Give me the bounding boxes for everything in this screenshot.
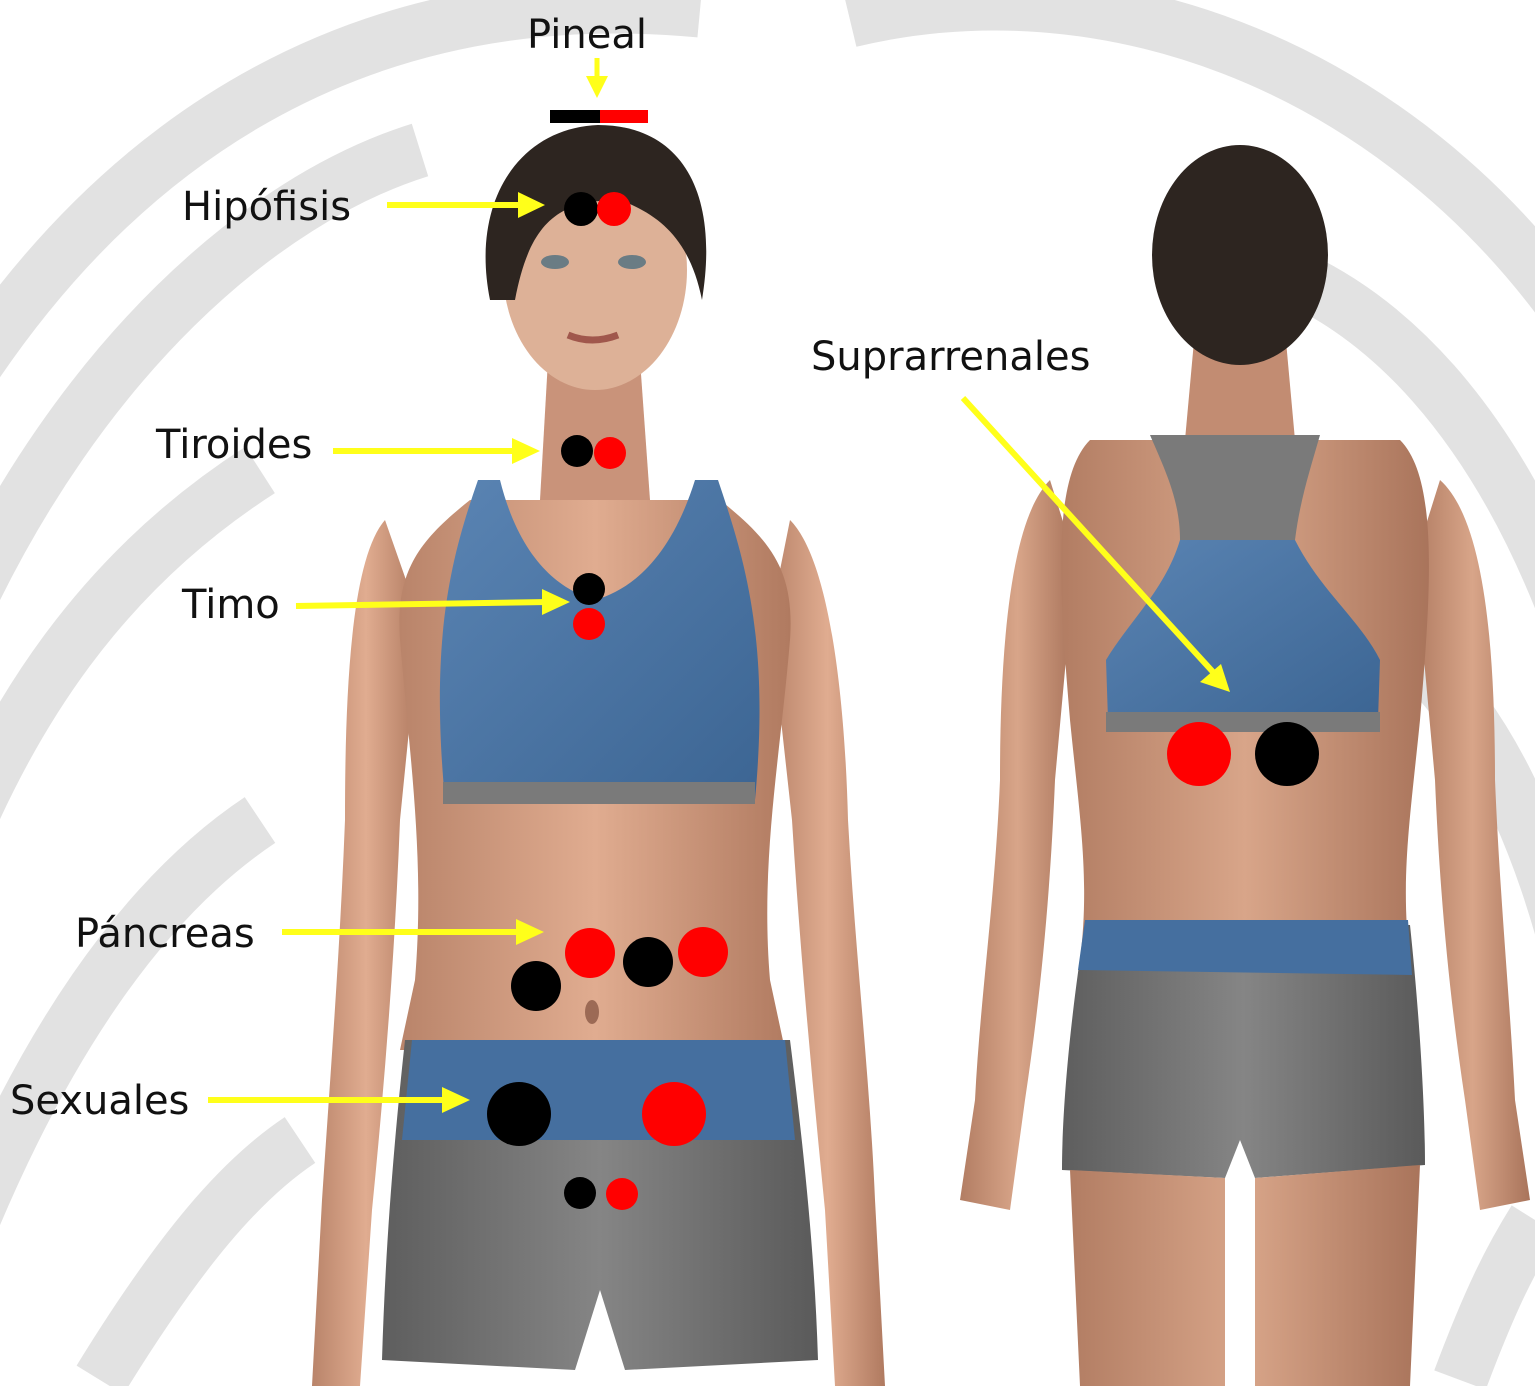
front-navel [585,1000,599,1024]
suprarrenales-point-red [1167,722,1231,786]
label-timo: Timo [181,582,280,628]
back-head [1152,145,1328,365]
label-pineal: Pineal [527,12,647,58]
pancreas-point-red-1 [565,928,615,978]
pineal-bar-red [600,110,648,123]
sexuales-point-black-small [564,1177,596,1209]
back-left-arm [960,480,1075,1210]
hipofisis-point-red [597,192,631,226]
front-right-eye [618,255,646,269]
pancreas-point-black-1 [623,937,673,987]
label-suprarrenales: Suprarrenales [811,334,1090,380]
pineal-bar-black [550,110,600,123]
back-shorts-waistband [1078,920,1412,975]
front-shorts-waistband [402,1040,795,1140]
sexuales-point-red-small [606,1178,638,1210]
back-figure [960,145,1530,1386]
label-hipofisis: Hipófisis [182,184,351,230]
sexuales-point-red [642,1082,706,1146]
arrow-tiroides [333,438,540,464]
pancreas-point-black-2 [511,961,561,1011]
front-bra-band [443,782,755,804]
front-figure [312,125,885,1386]
label-sexuales: Sexuales [10,1078,189,1124]
arrow-pineal [586,58,608,98]
pancreas-point-red-2 [678,927,728,977]
back-legs [1070,1165,1420,1386]
label-tiroides: Tiroides [155,422,312,468]
label-pancreas: Páncreas [75,911,255,957]
tiroides-point-red [594,437,626,469]
back-top-band [1106,712,1380,732]
suprarrenales-point-black [1255,722,1319,786]
hipofisis-point-black [564,192,598,226]
timo-point-black [573,573,605,605]
sexuales-point-black [487,1082,551,1146]
front-left-eye [541,255,569,269]
tiroides-point-black [561,435,593,467]
arrow-hipofisis [387,192,545,218]
timo-point-red [573,608,605,640]
